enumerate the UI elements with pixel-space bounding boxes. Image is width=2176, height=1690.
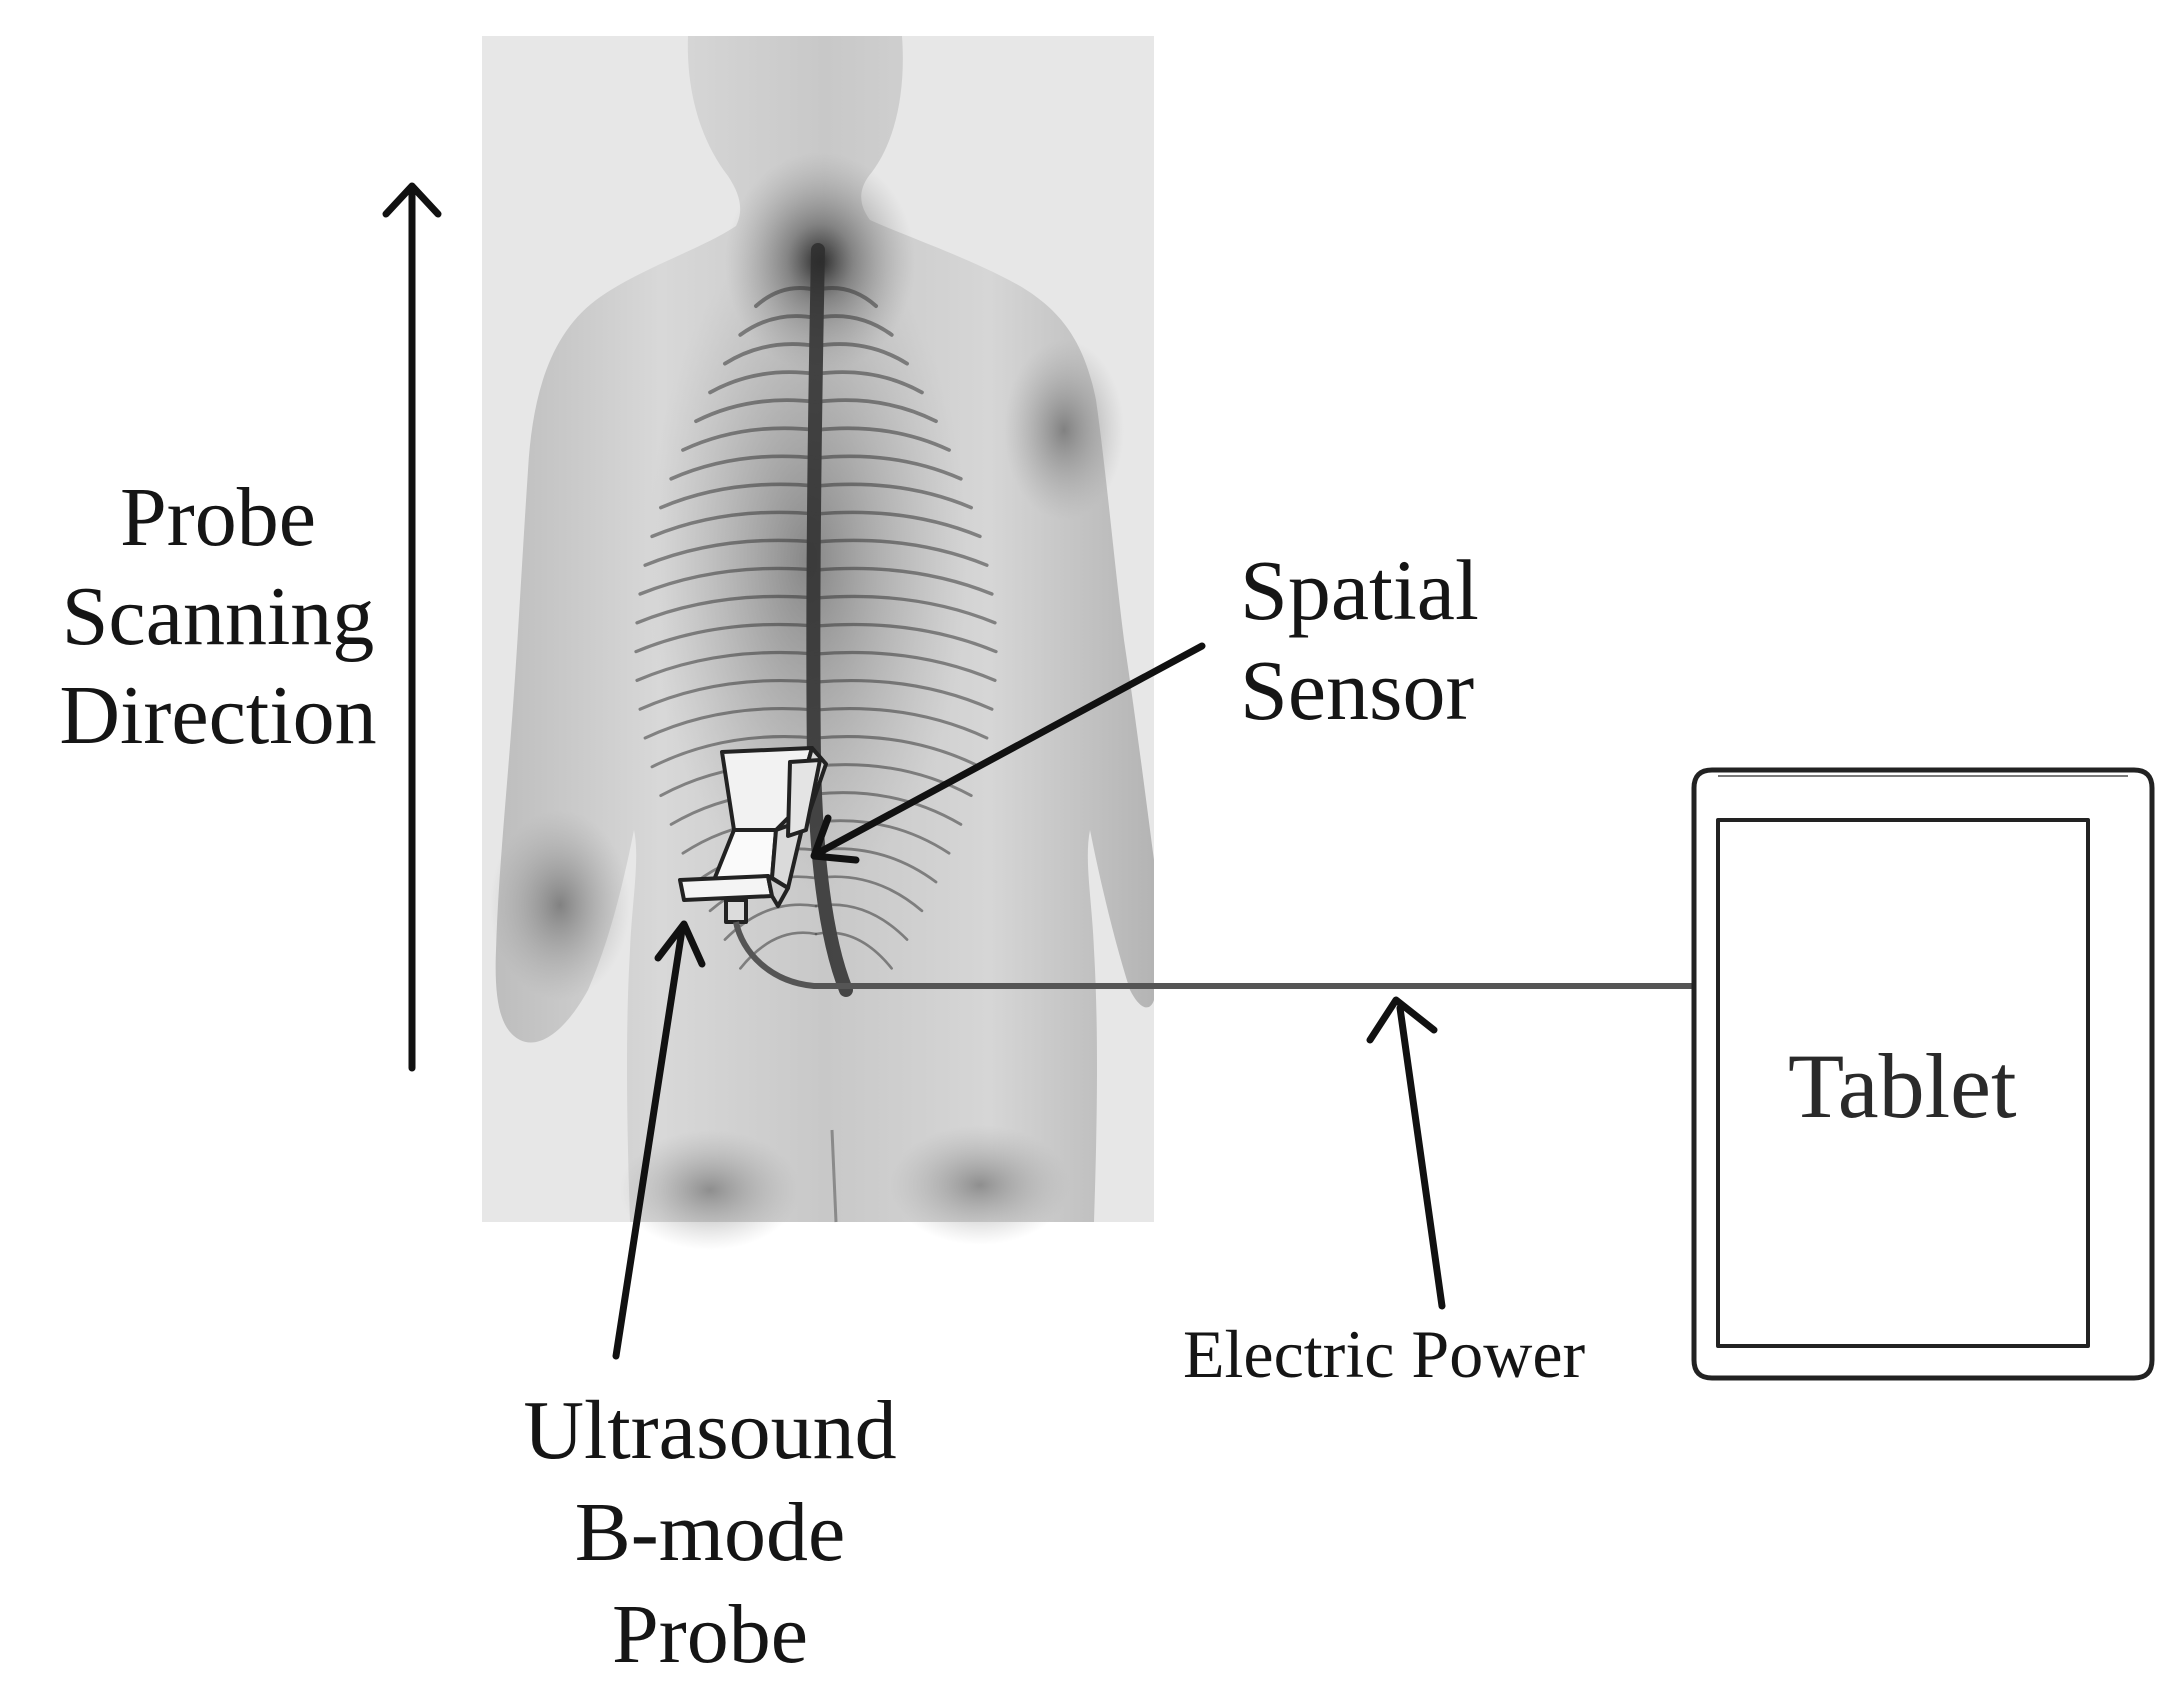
scan-direction-line-1: Probe	[120, 471, 316, 564]
rib-branch	[754, 286, 818, 308]
tablet-label: Tablet	[1788, 1035, 2017, 1137]
rib-branch	[738, 314, 818, 337]
spatial-sensor-label: Spatial Sensor	[1240, 540, 1479, 740]
probe-label: Ultrasound B-mode Probe	[460, 1380, 960, 1686]
rib-branch	[814, 791, 963, 826]
rib-branch	[814, 678, 994, 711]
rib-branch	[638, 678, 818, 711]
rib-branch	[659, 482, 818, 510]
rib-branch	[739, 931, 818, 970]
rib-branch	[814, 538, 989, 567]
spinal-column	[806, 243, 853, 997]
tablet-device	[1691, 767, 2155, 1381]
power-pointer-arrow	[1366, 996, 1446, 1310]
rib-branch	[723, 903, 818, 941]
rib-branch	[634, 622, 818, 654]
rib-branch	[814, 707, 989, 740]
spatial-sensor-line-1: Spatial	[1240, 542, 1479, 638]
rib-branch	[814, 370, 924, 395]
rib-branch	[669, 454, 818, 481]
power-cable	[733, 921, 1694, 989]
spine-visualization	[634, 243, 998, 997]
rib-branch	[650, 735, 818, 769]
rib-branch	[814, 735, 982, 769]
rib-branch	[814, 819, 951, 855]
rib-branch	[723, 342, 818, 366]
rib-branch	[814, 650, 997, 683]
scan-direction-line-2: Scanning	[61, 570, 375, 663]
electric-power-label: Electric Power	[1183, 1316, 1586, 1392]
scan-direction-label: Probe Scanning Direction	[18, 468, 418, 765]
sensor-pointer-arrow	[810, 642, 1206, 864]
rib-branch	[814, 566, 994, 596]
rib-branch	[814, 763, 973, 798]
rib-branch	[814, 510, 982, 539]
rib-branch	[814, 594, 997, 625]
rib-branch	[681, 426, 818, 452]
probe-line-1: Ultrasound	[523, 1384, 897, 1477]
probe-line-2: B-mode	[574, 1486, 846, 1579]
probe-line-3: Probe	[612, 1588, 808, 1681]
ultrasound-probe	[678, 746, 828, 924]
scan-direction-arrow	[382, 182, 442, 1072]
rib-branch	[814, 454, 963, 481]
rib-branch	[635, 594, 818, 625]
rib-branch	[814, 931, 893, 970]
rib-branch	[814, 314, 894, 337]
rib-branch	[814, 875, 924, 913]
rib-branch	[650, 510, 818, 539]
rib-branch	[814, 903, 909, 941]
rib-branch	[694, 398, 818, 424]
rib-branch	[814, 398, 938, 424]
rib-branch	[638, 566, 818, 596]
tablet-screen	[1716, 818, 2090, 1348]
rib-branch	[708, 370, 818, 395]
rib-branch	[643, 707, 818, 740]
probe-connector	[724, 898, 748, 924]
rib-branch	[643, 538, 818, 567]
rib-branch	[814, 426, 951, 452]
rib-branch	[814, 286, 878, 308]
probe-pointer-arrow	[612, 920, 706, 1360]
rib-branch	[635, 650, 818, 683]
spatial-sensor-line-2: Sensor	[1240, 642, 1475, 738]
rib-branch	[814, 342, 909, 366]
scan-direction-line-3: Direction	[59, 669, 377, 762]
rib-branch	[814, 482, 973, 510]
spatial-sensor-block	[786, 758, 822, 838]
rib-branch	[814, 622, 998, 654]
